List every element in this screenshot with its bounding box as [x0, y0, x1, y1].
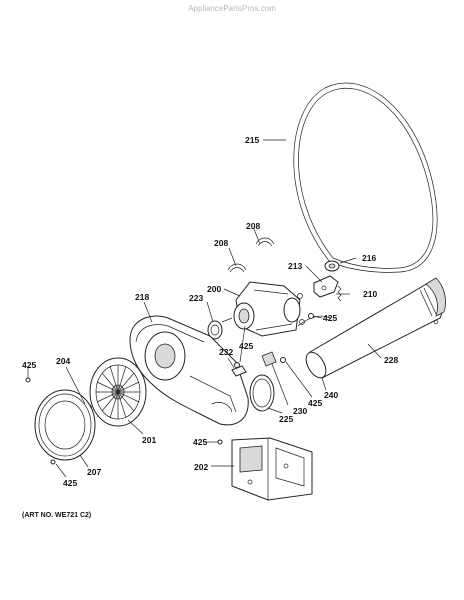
screw-e — [50, 459, 56, 465]
callout-202: 202 — [194, 462, 208, 472]
callout-425-bracket: 425 — [193, 437, 207, 447]
callout-208-left: 208 — [214, 238, 228, 248]
callout-425-lower: 425 — [308, 398, 322, 408]
callout-230: 230 — [293, 406, 307, 416]
motor-mount-bracket — [231, 437, 313, 501]
callout-200: 200 — [207, 284, 221, 294]
gasket — [249, 374, 275, 412]
screw-f — [217, 439, 223, 445]
callout-425-left: 425 — [22, 360, 36, 370]
callout-216: 216 — [362, 253, 376, 263]
callout-210: 210 — [363, 289, 377, 299]
callout-225: 225 — [279, 414, 293, 424]
screw-a — [308, 313, 314, 319]
callout-425-duct: 425 — [323, 313, 337, 323]
bearing-ring — [207, 320, 223, 340]
callout-208-right: 208 — [246, 221, 260, 231]
callout-223: 223 — [189, 293, 203, 303]
callout-425-bottom: 425 — [63, 478, 77, 488]
callout-204: 204 — [56, 356, 70, 366]
thermal-fuse — [261, 351, 277, 367]
callout-201: 201 — [142, 435, 156, 445]
screw-b — [280, 357, 286, 363]
callout-labels: 215 208 208 216 213 210 200 218 223 425 … — [22, 135, 398, 488]
drive-belt — [293, 82, 438, 273]
watermark: AppliancePartsPros.com — [188, 4, 276, 13]
callout-240: 240 — [324, 390, 338, 400]
motor-clip-left — [227, 263, 247, 273]
blower-cover — [34, 389, 96, 461]
idler-pulley — [324, 260, 340, 272]
callout-232: 232 — [219, 347, 233, 357]
blower-housing — [129, 315, 249, 426]
idler-bracket — [313, 275, 339, 298]
callout-215: 215 — [245, 135, 259, 145]
blower-wheel — [89, 357, 147, 427]
idler-spring — [337, 285, 342, 302]
drive-motor — [221, 281, 305, 337]
screw-c — [234, 362, 240, 368]
callout-228: 228 — [384, 355, 398, 365]
callout-218: 218 — [135, 292, 149, 302]
callout-425-mid: 425 — [239, 341, 253, 351]
callout-213: 213 — [288, 261, 302, 271]
screw-d — [25, 377, 31, 383]
callout-207: 207 — [87, 467, 101, 477]
exhaust-duct — [305, 277, 446, 379]
leader-lines — [27, 139, 382, 478]
art-number: (ART NO. WE721 C2) — [22, 512, 91, 519]
motor-clip-right — [255, 237, 275, 247]
